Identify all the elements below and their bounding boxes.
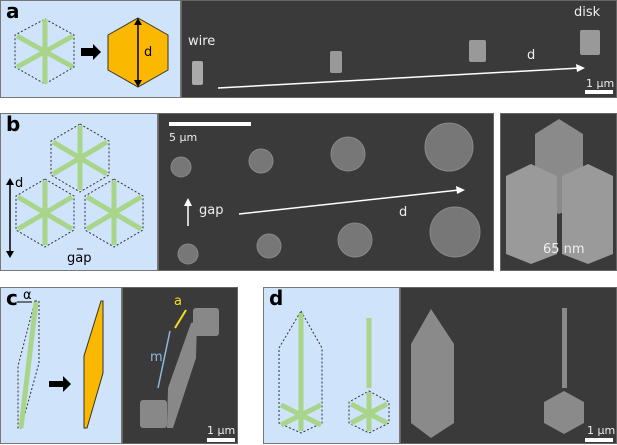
- arrow-d-label: d: [527, 48, 536, 63]
- m-label: m: [150, 350, 163, 365]
- wire-label: wire: [188, 34, 216, 49]
- panel-a-label: a: [6, 0, 20, 23]
- hexagon-to-disk-diagram: [14, 17, 169, 88]
- d-arrow-label: d: [399, 205, 408, 220]
- panel-c-schematic: c α: [0, 286, 122, 444]
- gap-measurement-label: 65 nm: [543, 242, 585, 257]
- panel-c-label: c: [6, 286, 18, 310]
- panel-b-sem-closeup-image: 65 nm: [500, 113, 617, 271]
- panel-c-sem-image: a m 1 µm: [122, 287, 238, 444]
- panel-d-sem-image: 1 µm: [400, 287, 617, 444]
- panel-d-label: d: [269, 286, 284, 310]
- angle-alpha-label: α: [23, 288, 32, 303]
- dimension-d-label: d: [15, 176, 24, 191]
- scale-bar: [585, 90, 613, 94]
- scale-bar-label: 5 µm: [169, 131, 198, 144]
- scale-bar-label: 1 µm: [586, 77, 615, 90]
- panel-a-schematic: a d: [0, 0, 181, 98]
- gap-arrow-label: gap: [199, 203, 224, 218]
- disk-label: disk: [574, 5, 601, 20]
- scale-bar-label: 1 µm: [587, 424, 616, 437]
- a-label: a: [174, 294, 182, 309]
- panel-d-schematic: d: [263, 286, 400, 444]
- scale-bar: [585, 438, 613, 442]
- panel-b-schematic: b d gap: [0, 112, 158, 271]
- scale-bar: [169, 122, 251, 126]
- panel-b-sem-array-image: 5 µm gap d: [158, 113, 494, 271]
- scale-bar: [207, 438, 235, 442]
- dimension-d-label: d: [144, 45, 153, 60]
- panel-a-sem-image: wire disk d 1 µm: [181, 0, 617, 98]
- gap-label: gap: [67, 251, 92, 266]
- scale-bar-label: 1 µm: [207, 424, 236, 437]
- panel-b-label: b: [6, 112, 21, 136]
